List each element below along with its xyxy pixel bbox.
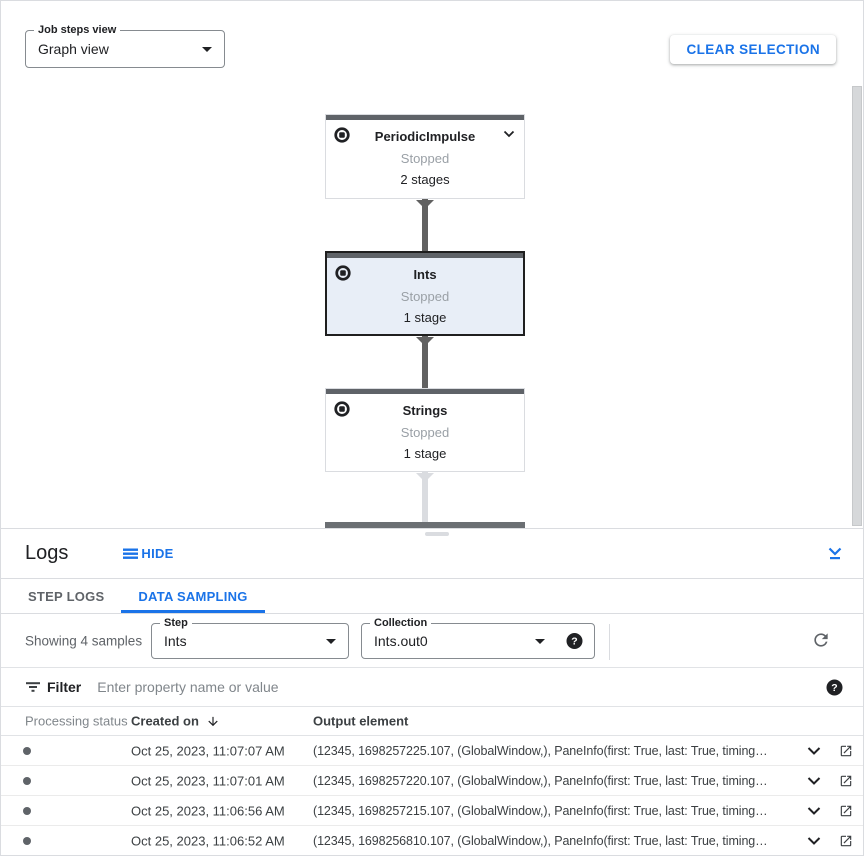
processing-status-dot — [23, 807, 31, 815]
output-element-cell: (12345, 1698257215.107, (GlobalWindow,),… — [313, 803, 768, 818]
logs-panel-header: Logs HIDE — [1, 529, 863, 579]
processing-status-dot — [23, 747, 31, 755]
column-header-processing-status: Processing status — [25, 713, 128, 729]
clear-selection-button[interactable]: CLEAR SELECTION — [670, 35, 836, 64]
dropdown-arrow-icon — [202, 47, 212, 52]
collection-help-icon[interactable]: ? — [566, 633, 583, 650]
open-in-new-icon[interactable] — [839, 804, 853, 818]
node-stage-count: 1 stage — [403, 310, 447, 325]
created-on-cell: Oct 25, 2023, 11:07:07 AM — [131, 743, 285, 758]
svg-text:?: ? — [831, 682, 837, 694]
svg-text:?: ? — [571, 636, 577, 648]
hide-lines-icon — [123, 547, 139, 560]
node-top-bar — [326, 389, 524, 394]
output-element-cell: (12345, 1698257225.107, (GlobalWindow,),… — [313, 743, 768, 758]
node-title: Strings — [402, 403, 448, 418]
job-steps-view-label: Job steps view — [34, 24, 121, 37]
graph-node-strings[interactable]: Strings Stopped 1 stage — [325, 388, 525, 472]
hide-logs-button[interactable]: HIDE — [123, 546, 173, 561]
sample-count-text: Showing 4 samples — [25, 633, 143, 648]
graph-edge-arrow — [416, 200, 434, 209]
open-in-new-icon[interactable] — [839, 834, 853, 848]
sort-descending-icon — [208, 716, 218, 726]
graph-edge-arrow — [416, 337, 434, 346]
graph-node-periodicimpulse[interactable]: PeriodicImpulse Stopped 2 stages — [325, 114, 525, 199]
dropdown-arrow-icon — [326, 639, 336, 644]
graph-edge — [422, 472, 428, 522]
processing-status-dot — [23, 837, 31, 845]
tab-data-sampling[interactable]: DATA SAMPLING — [121, 579, 264, 613]
collection-select-label: Collection — [370, 617, 432, 630]
graph-edge — [422, 336, 428, 388]
filter-help-icon[interactable]: ? — [826, 679, 843, 696]
created-on-label: Created on — [131, 713, 199, 729]
collection-select-value: Ints.out0 — [374, 633, 428, 649]
expand-row-chevron-icon[interactable] — [805, 802, 823, 820]
step-select-label: Step — [160, 617, 192, 630]
step-select[interactable]: Step Ints — [151, 617, 349, 659]
expand-row-chevron-icon[interactable] — [805, 832, 823, 850]
sample-row[interactable]: Oct 25, 2023, 11:06:56 AM (12345, 169825… — [1, 796, 863, 826]
stop-circle-icon — [334, 401, 350, 417]
filter-funnel-icon — [26, 680, 40, 694]
job-steps-view-select[interactable]: Job steps view Graph view — [25, 24, 225, 68]
node-title: PeriodicImpulse — [374, 129, 476, 144]
data-sampling-toolbar: Showing 4 samples Step Ints Collection I… — [1, 614, 863, 668]
graph-vertical-scrollbar[interactable] — [852, 86, 862, 526]
graph-edge-arrow — [416, 473, 434, 482]
stop-circle-icon — [335, 265, 351, 281]
node-status: Stopped — [400, 151, 450, 166]
filter-label: Filter — [47, 679, 82, 695]
job-graph-canvas: Job steps view Graph view CLEAR SELECTIO… — [1, 1, 863, 528]
logs-panel: Logs HIDE STEP LOGS DATA SAMPLING Showin… — [1, 528, 863, 855]
node-status: Stopped — [400, 289, 450, 304]
graph-node-ints[interactable]: Ints Stopped 1 stage — [325, 251, 525, 336]
node-top-bar — [327, 253, 523, 258]
open-in-new-icon[interactable] — [839, 774, 853, 788]
column-header-output-element: Output element — [313, 713, 409, 729]
node-title: Ints — [413, 267, 437, 282]
logs-tab-bar: STEP LOGS DATA SAMPLING — [1, 579, 863, 614]
open-in-new-icon[interactable] — [839, 744, 853, 758]
job-steps-view-value: Graph view — [38, 41, 109, 57]
step-select-value: Ints — [164, 633, 187, 649]
sample-row[interactable]: Oct 25, 2023, 11:07:01 AM (12345, 169825… — [1, 766, 863, 796]
expand-row-chevron-icon[interactable] — [805, 772, 823, 790]
processing-status-dot — [23, 777, 31, 785]
toolbar-divider — [609, 624, 610, 660]
node-status: Stopped — [400, 425, 450, 440]
graph-edge — [422, 199, 428, 251]
expand-row-chevron-icon[interactable] — [805, 742, 823, 760]
logs-panel-title: Logs — [25, 542, 69, 564]
created-on-cell: Oct 25, 2023, 11:07:01 AM — [131, 773, 285, 788]
collapse-panel-icon[interactable] — [826, 544, 844, 562]
hide-logs-label: HIDE — [141, 546, 174, 561]
partially-hidden-node — [325, 522, 525, 528]
tab-step-logs[interactable]: STEP LOGS — [28, 588, 105, 604]
panel-resize-handle[interactable] — [425, 532, 449, 536]
refresh-icon[interactable] — [811, 630, 831, 650]
filter-bar: Filter ? — [1, 668, 863, 707]
node-stage-count: 1 stage — [403, 446, 447, 461]
node-top-bar — [326, 115, 524, 120]
dropdown-arrow-icon — [535, 639, 545, 644]
node-stage-count: 2 stages — [400, 172, 450, 187]
filter-input[interactable] — [97, 679, 813, 695]
stop-circle-icon — [334, 127, 350, 143]
node-expand-chevron-icon[interactable] — [502, 127, 516, 141]
sample-row[interactable]: Oct 25, 2023, 11:06:52 AM (12345, 169825… — [1, 826, 863, 855]
output-element-cell: (12345, 1698257220.107, (GlobalWindow,),… — [313, 773, 768, 788]
created-on-cell: Oct 25, 2023, 11:06:56 AM — [131, 803, 285, 818]
column-header-created-on[interactable]: Created on — [131, 714, 220, 729]
created-on-cell: Oct 25, 2023, 11:06:52 AM — [131, 833, 285, 849]
sample-row[interactable]: Oct 25, 2023, 11:07:07 AM (12345, 169825… — [1, 736, 863, 766]
collection-select[interactable]: Collection Ints.out0 ? — [361, 617, 595, 659]
table-header-row: Processing status Created on Output elem… — [1, 707, 863, 736]
output-element-cell: (12345, 1698256810.107, (GlobalWindow,),… — [313, 834, 768, 848]
